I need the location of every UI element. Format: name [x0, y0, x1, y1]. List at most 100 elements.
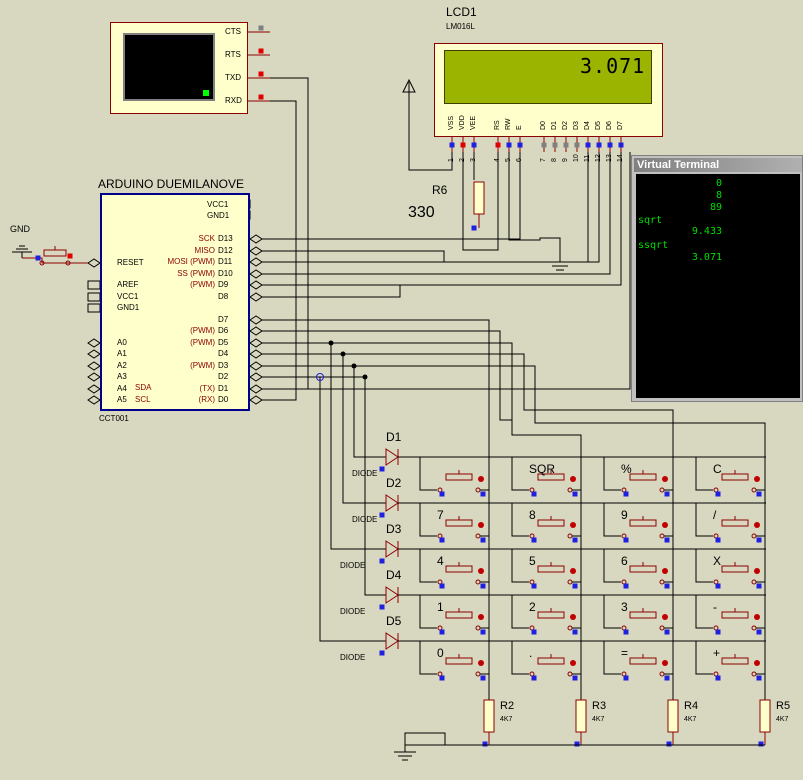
switch-pin: [570, 660, 576, 666]
keypad-switch: [445, 473, 473, 481]
arduino-pin-sda: SDA: [135, 383, 152, 392]
pin-marker: [482, 741, 488, 747]
wire: [262, 365, 766, 700]
wire: [262, 353, 674, 700]
diode-type: DIODE: [340, 607, 366, 616]
wire: [364, 377, 386, 596]
switch-contact: [475, 533, 481, 539]
switch-contact: [567, 579, 573, 585]
lcd-pin-label: E: [516, 125, 523, 130]
arduino-pin-label: A1: [117, 349, 127, 358]
wire: [319, 377, 386, 642]
pin-marker: [379, 604, 385, 610]
lcd-pin-label: RS: [494, 120, 501, 130]
wire: [603, 549, 621, 583]
arduino-body[interactable]: [100, 193, 250, 411]
virtual-terminal-title[interactable]: Virtual Terminal: [634, 158, 802, 172]
arduino-pin-label: D10: [218, 269, 233, 278]
resistor-ref: R2: [500, 700, 515, 712]
keypad-switch: [445, 657, 473, 665]
lcd-pin-number: 4: [494, 158, 501, 162]
arduino-pin-vcc1: VCC1: [207, 200, 229, 209]
switch-contact: [437, 671, 443, 677]
wire: [262, 319, 490, 700]
serial-monitor-led: [203, 90, 209, 96]
arduino-pin-label: GND1: [117, 303, 140, 312]
switch-pin: [570, 522, 576, 528]
junction-dot: [328, 340, 334, 346]
lcd-pin-number: 12: [595, 154, 602, 162]
pin-marker: [572, 583, 578, 589]
pin-marker: [480, 675, 486, 681]
pulldown-resistor: [759, 699, 771, 733]
arduino-pin-diamond: [249, 280, 263, 290]
keypad-switch: [721, 611, 749, 619]
switch-contact: [529, 487, 535, 493]
switch-contact: [437, 625, 443, 631]
junction-dot: [351, 363, 357, 369]
r6-value: 330: [408, 204, 435, 221]
pin-marker: [574, 741, 580, 747]
terminal-line: sqrt: [638, 215, 663, 226]
arduino-pin-label: D4: [218, 349, 229, 358]
wire: [511, 595, 529, 629]
pin-marker: [506, 142, 512, 148]
switch-pin: [662, 568, 668, 574]
serial-pin-rts: RTS: [225, 50, 241, 59]
wire: [695, 549, 713, 583]
pin-marker: [623, 537, 629, 543]
arduino-pin-diamond: [249, 315, 263, 325]
keypad-switch: [537, 657, 565, 665]
pulldown-resistor: [667, 699, 679, 733]
keypad-key-label: 5: [529, 554, 536, 568]
lcd-pin-number: 2: [459, 158, 466, 162]
keypad-key-label: 2: [529, 600, 536, 614]
wire: [262, 152, 521, 240]
switch-pin: [754, 614, 760, 620]
pin-marker: [258, 48, 264, 54]
switch-contact: [567, 487, 573, 493]
wire: [511, 549, 529, 583]
switch-pin: [662, 614, 668, 620]
arduino-pin-box: [87, 292, 101, 302]
keypad-switch: [629, 519, 657, 527]
keypad-key-label: 1: [437, 600, 444, 614]
diode-symbol: [385, 448, 399, 466]
arduino-pin-label: AREF: [117, 280, 139, 289]
pin-marker: [715, 675, 721, 681]
wire: [262, 152, 622, 286]
lcd-pin-label: D1: [551, 121, 558, 130]
keypad-key-label: X: [713, 554, 722, 568]
keypad-key-label: 3: [621, 600, 628, 614]
resistor-value: 4K7: [776, 716, 789, 723]
switch-pin: [478, 614, 484, 620]
terminal-line: 3.071: [691, 252, 722, 263]
arduino-pin-function: MISO: [194, 246, 215, 255]
arduino-pin-diamond: [87, 384, 101, 394]
switch-pin: [754, 568, 760, 574]
pulldown-resistor: [575, 699, 587, 733]
arduino-pin-function: (PWM): [190, 338, 215, 347]
pin-marker: [258, 94, 264, 100]
keypad-switch: [445, 565, 473, 573]
wire: [695, 503, 713, 537]
reset-wire: [22, 257, 88, 264]
pin-marker: [480, 537, 486, 543]
wire: [511, 503, 529, 537]
pin-marker: [623, 491, 629, 497]
switch-pin: [478, 568, 484, 574]
switch-contact: [567, 671, 573, 677]
arduino-pin-diamond: [249, 326, 263, 336]
arduino-pin-diamond: [87, 258, 101, 268]
switch-contact: [437, 533, 443, 539]
arduino-pin-function: SCK: [198, 234, 215, 243]
switch-contact: [475, 579, 481, 585]
pin-marker: [618, 142, 624, 148]
wire: [404, 732, 446, 752]
pin-marker: [585, 142, 591, 148]
keypad-switch: [629, 611, 657, 619]
arduino-title: ARDUINO DUEMILANOVE: [98, 177, 245, 191]
diode-type: DIODE: [352, 515, 378, 524]
